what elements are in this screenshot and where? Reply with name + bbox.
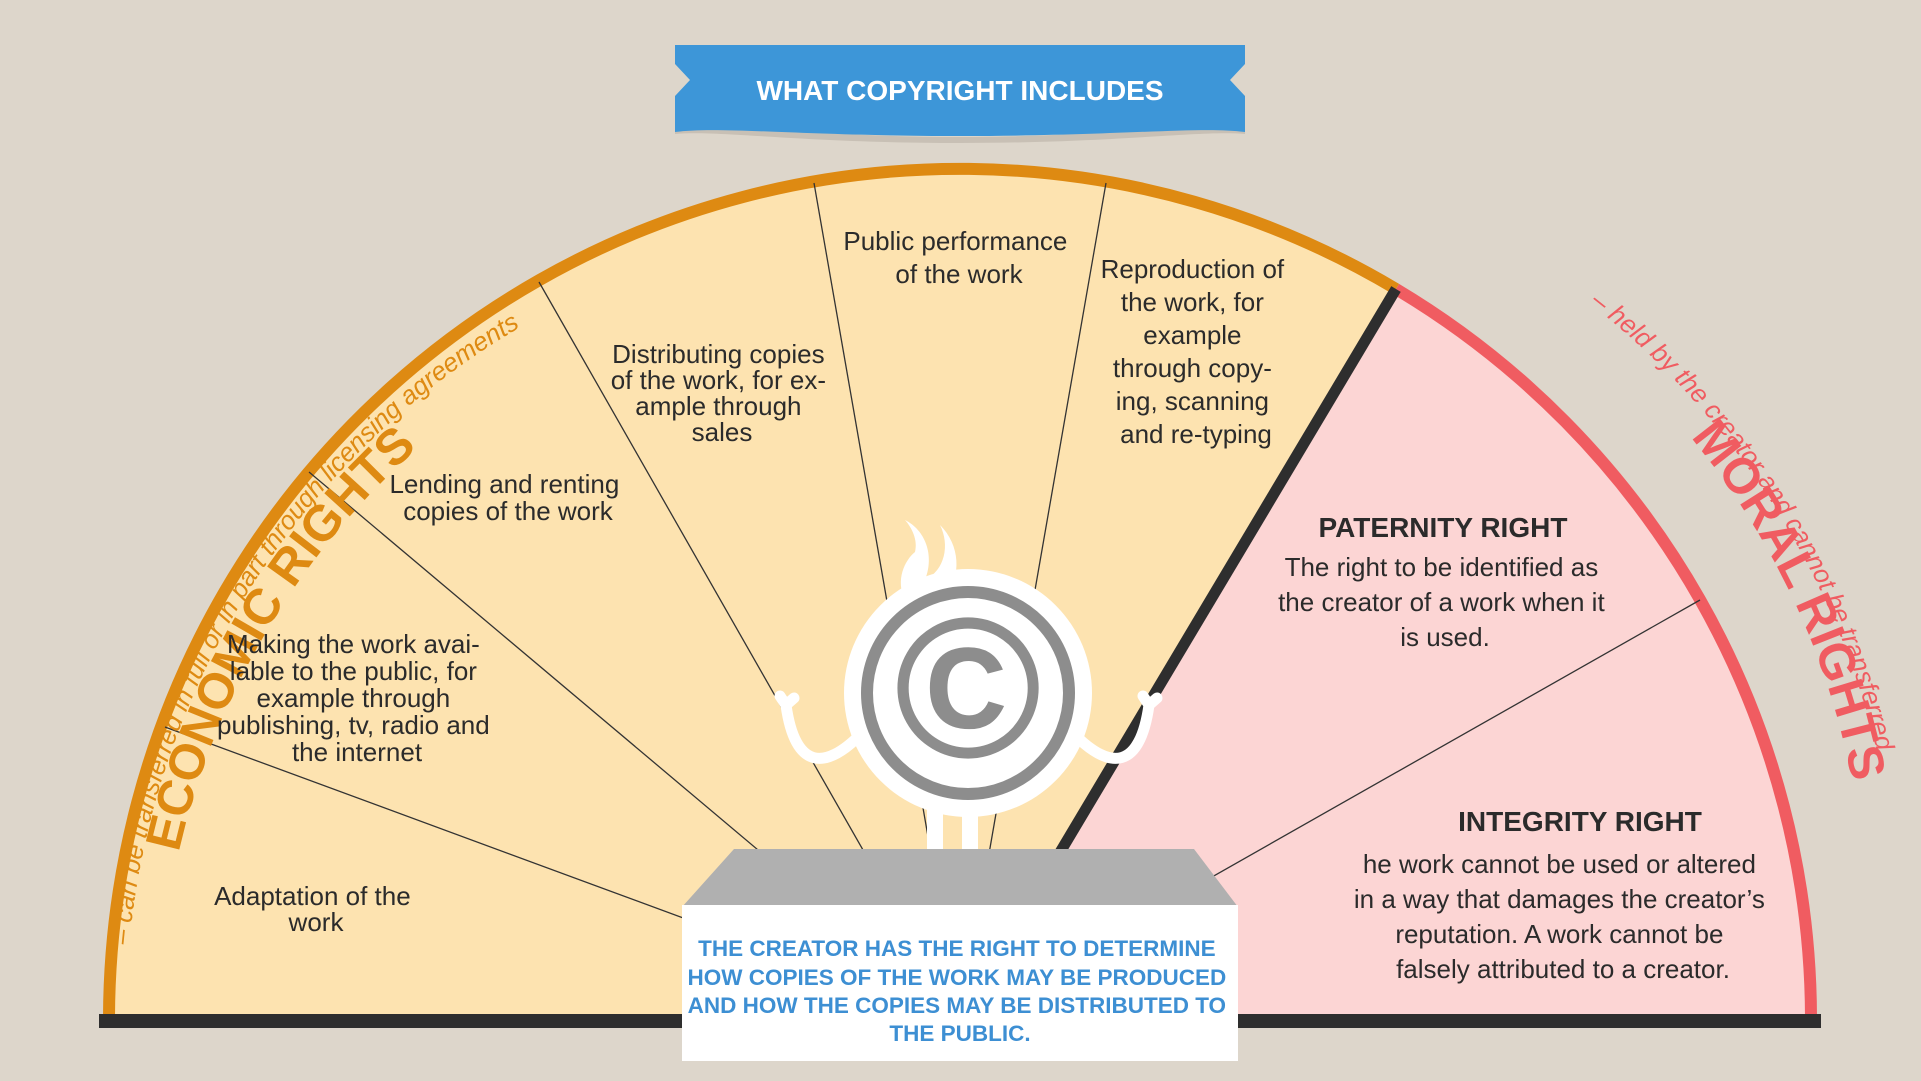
banner-title: WHAT COPYRIGHT INCLUDES — [756, 75, 1163, 106]
integrity-right-description: he work cannot be used or altered in a w… — [1354, 849, 1772, 984]
segment-distributing: Distributing copies of the work, for ex-… — [611, 339, 834, 447]
moral-sector — [960, 289, 1811, 1020]
segment-making-available: Making the work avai- lable to the publi… — [217, 629, 497, 767]
pedestal-front — [682, 905, 1238, 1061]
pedestal-top — [682, 849, 1238, 907]
paternity-right-description: The right to be identified as the creato… — [1278, 552, 1612, 652]
moral-arc — [1392, 283, 1817, 1021]
title-banner: WHAT COPYRIGHT INCLUDES — [675, 45, 1245, 143]
economic-arc — [103, 162, 1400, 1021]
creator-statement: THE CREATOR HAS THE RIGHT TO DETERMINE H… — [687, 936, 1232, 1046]
economic-sector — [108, 168, 1396, 1020]
integrity-right-title: INTEGRITY RIGHT — [1458, 806, 1702, 837]
segment-adaptation: Adaptation of the work — [214, 881, 418, 937]
copyright-icon: © — [894, 577, 1041, 800]
segment-public-performance: Public performance of the work — [843, 226, 1074, 289]
paternity-right-title: PATERNITY RIGHT — [1319, 512, 1568, 543]
segment-lending-renting: Lending and renting copies of the work — [389, 469, 626, 526]
segment-reproduction: Reproduction of the work, for example th… — [1101, 254, 1292, 449]
copyright-mascot: © — [774, 520, 1163, 890]
